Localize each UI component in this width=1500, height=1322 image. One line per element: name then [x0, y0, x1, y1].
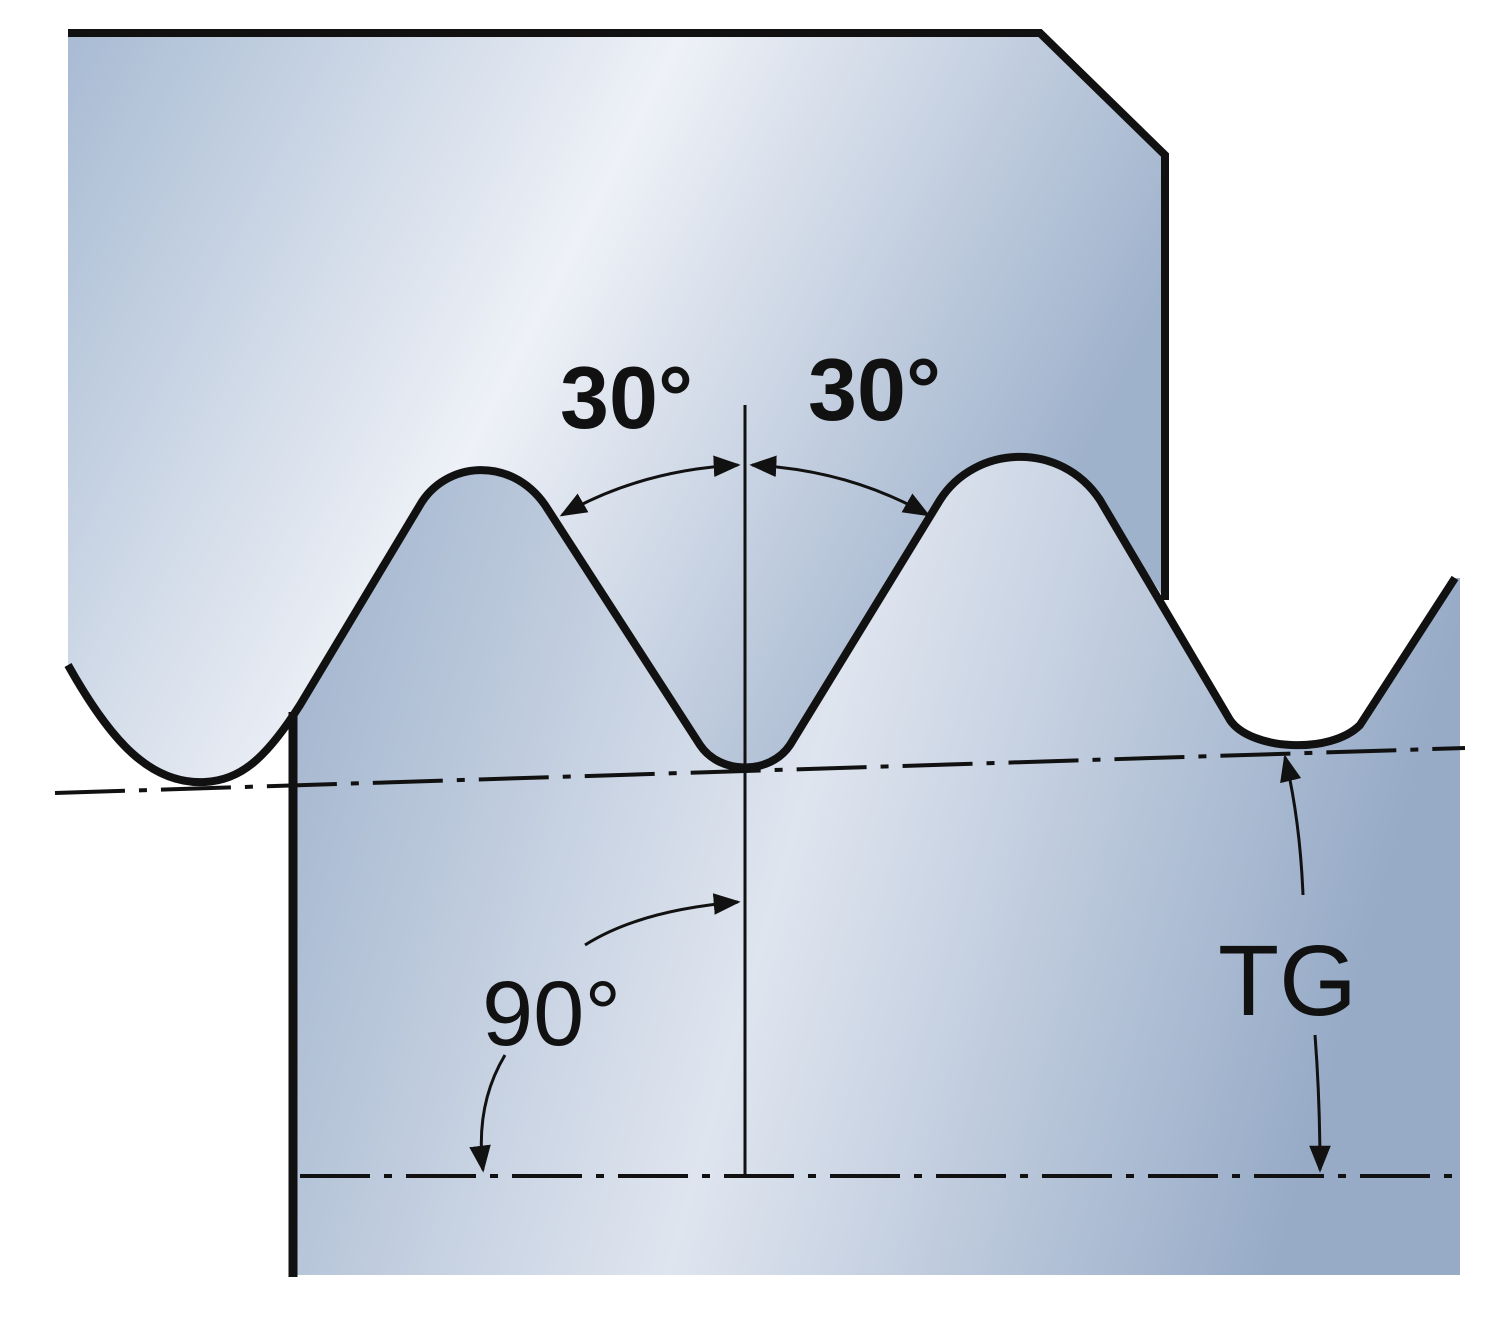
tool-body	[68, 33, 1165, 783]
angle-arc-left	[559, 455, 741, 517]
tg-label: TG	[1218, 925, 1357, 1037]
workpiece-body	[295, 456, 1460, 1276]
tg-arrow-down	[1309, 1034, 1331, 1173]
angle-arc-right	[749, 455, 931, 517]
tool-outline	[68, 29, 1169, 600]
angle-right-label: 30°	[808, 340, 941, 439]
angle-arc-90-bottom	[469, 1054, 507, 1173]
tg-arrow-up	[1280, 754, 1305, 896]
angle-left-label: 30°	[560, 348, 693, 447]
thread-profile-line	[64, 452, 1459, 787]
pitch-line	[54, 746, 1466, 795]
angle-arc-90-top	[584, 893, 741, 947]
angle-bottom-label: 90°	[482, 963, 621, 1065]
